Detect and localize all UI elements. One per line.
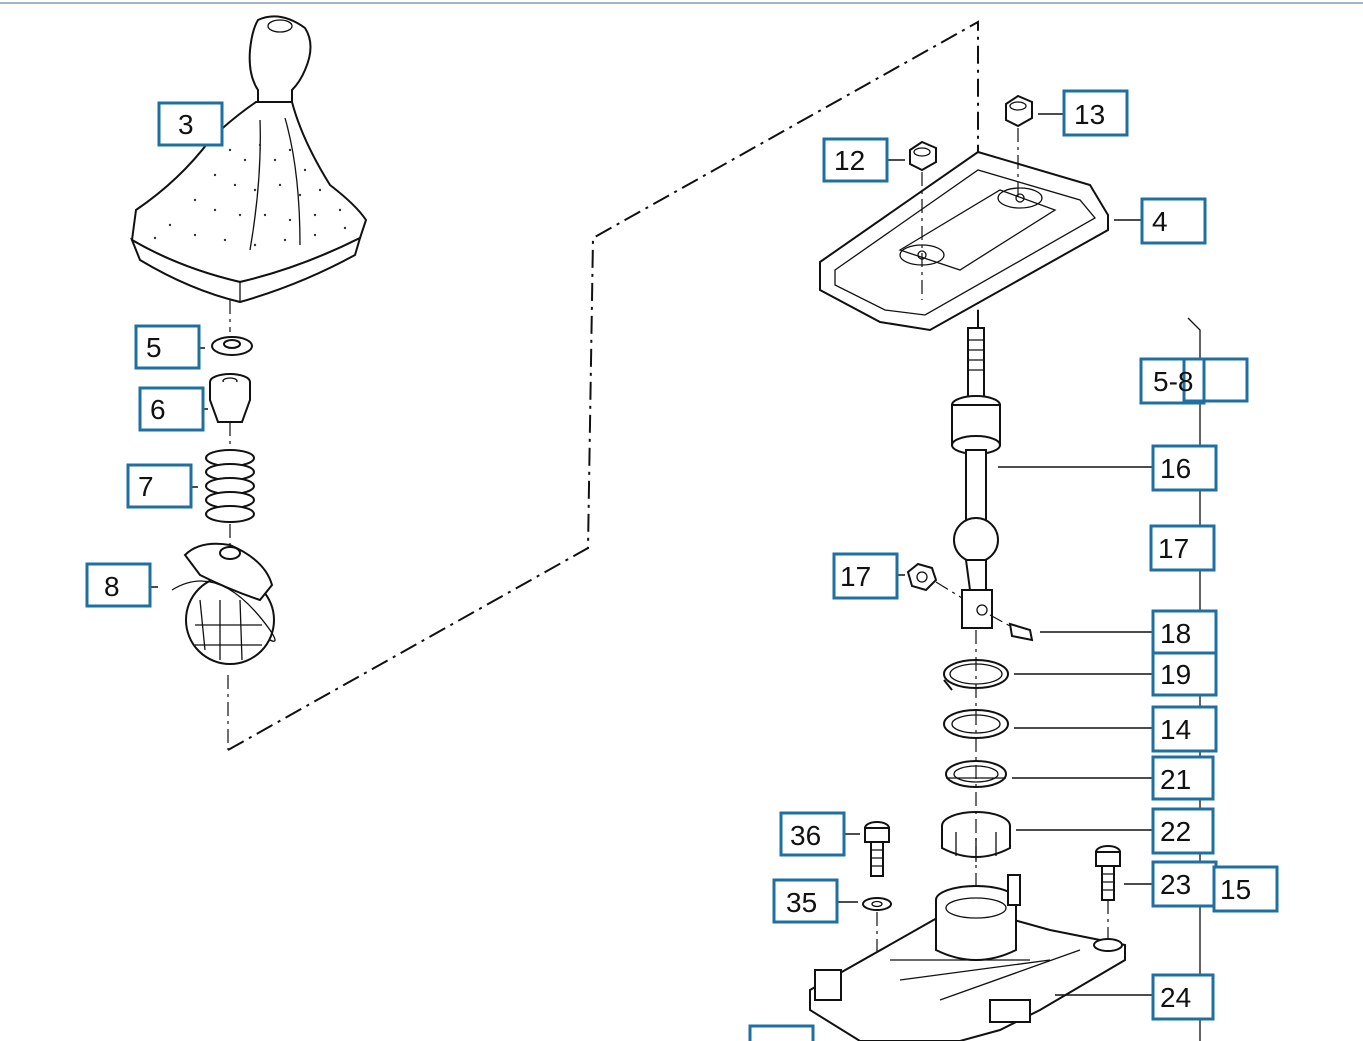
callout-6: 6 <box>138 386 205 432</box>
ball-joint-8 <box>171 542 276 665</box>
svg-text:23: 23 <box>1160 869 1191 900</box>
washer-5 <box>211 336 253 356</box>
svg-text:7: 7 <box>138 471 154 502</box>
callout-4: 4 <box>1140 197 1207 245</box>
bush-6 <box>209 373 251 423</box>
washer-35 <box>862 897 892 911</box>
svg-text:6: 6 <box>150 394 166 425</box>
callout-5-8: 5-8 <box>1139 357 1249 405</box>
callout-8: 8 <box>85 562 152 608</box>
callout-22: 22 <box>1151 807 1215 855</box>
callout-24: 24 <box>1151 973 1215 1021</box>
svg-text:22: 22 <box>1160 816 1191 847</box>
callout-3: 3 <box>157 101 224 147</box>
svg-text:35: 35 <box>786 887 817 918</box>
callout-15: 15 <box>1212 865 1279 913</box>
callout-17-right: 17 <box>1149 524 1216 572</box>
svg-text:17: 17 <box>840 561 871 592</box>
spring-7 <box>205 449 255 523</box>
callout-17-left: 17 <box>832 552 899 600</box>
svg-text:21: 21 <box>1160 764 1191 795</box>
svg-text:24: 24 <box>1160 982 1191 1013</box>
callout-14: 14 <box>1151 705 1218 753</box>
svg-text:13: 13 <box>1074 99 1105 130</box>
gear-knob-boot <box>129 15 368 304</box>
dash-dot-connector-line <box>227 20 979 751</box>
callout-18: 18 <box>1151 609 1218 657</box>
svg-text:15: 15 <box>1220 874 1251 905</box>
selector-housing-24 <box>809 874 1126 1041</box>
boot-texture <box>153 143 347 247</box>
svg-text:17: 17 <box>1158 533 1189 564</box>
svg-text:16: 16 <box>1160 453 1191 484</box>
svg-text:18: 18 <box>1160 618 1191 649</box>
callout-35: 35 <box>772 878 839 924</box>
callout-partial-bottom <box>748 1024 815 1041</box>
callout-13: 13 <box>1062 89 1129 137</box>
svg-text:19: 19 <box>1160 659 1191 690</box>
pin-18 <box>989 614 1034 642</box>
callout-16: 16 <box>1151 444 1218 492</box>
shift-lever-16 <box>951 327 1001 629</box>
callout-5: 5 <box>134 324 201 370</box>
nut-12 <box>909 140 937 172</box>
svg-text:8: 8 <box>104 571 120 602</box>
callout-7: 7 <box>126 463 193 509</box>
svg-text:4: 4 <box>1152 206 1168 237</box>
callout-36: 36 <box>779 811 846 857</box>
callout-12: 12 <box>822 137 889 183</box>
svg-text:5: 5 <box>146 332 162 363</box>
svg-text:14: 14 <box>1160 714 1191 745</box>
svg-text:36: 36 <box>790 820 821 851</box>
cover-plate-4 <box>819 150 1109 332</box>
bolt-36 <box>864 821 890 877</box>
nut-17 <box>906 562 963 599</box>
callout-19: 19 <box>1151 651 1218 697</box>
callout-23: 23 <box>1151 860 1218 908</box>
svg-text:12: 12 <box>834 145 865 176</box>
svg-text:3: 3 <box>178 109 194 140</box>
nut-13 <box>1005 94 1033 128</box>
svg-text:5-8: 5-8 <box>1153 366 1193 397</box>
callout-21: 21 <box>1151 755 1215 801</box>
bolt-23 <box>1095 845 1121 901</box>
